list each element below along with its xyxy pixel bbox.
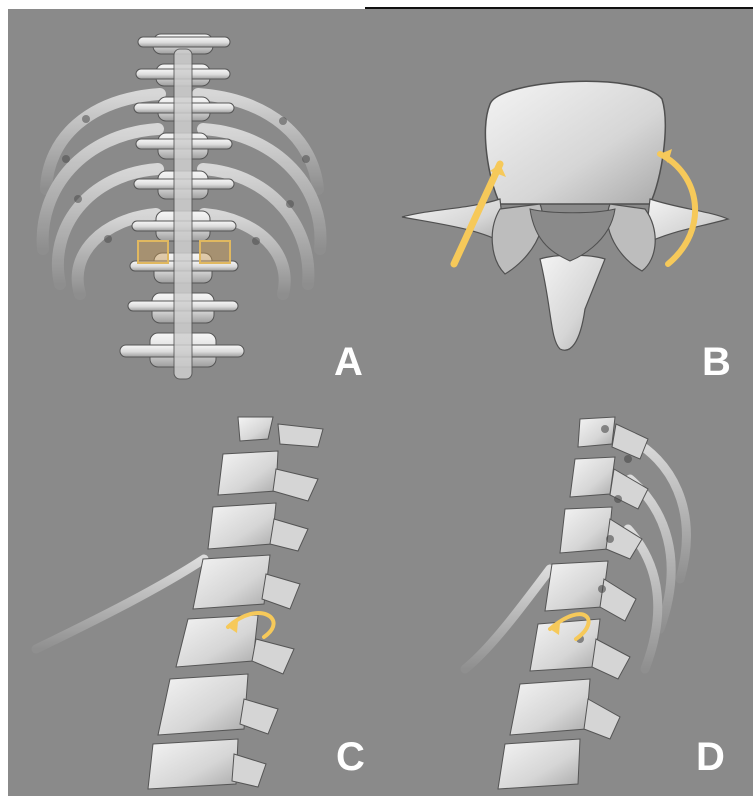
panel-d: D [380, 399, 753, 796]
vertebral-column [120, 34, 244, 379]
panel-label-a: A [334, 342, 363, 382]
panel-label-c: C [336, 737, 365, 777]
facet-highlight-right [200, 241, 230, 263]
spine-posterior-view-icon [8, 9, 380, 399]
panel-c: C [8, 399, 380, 796]
rib-lateral [36, 559, 204, 649]
panel-label-d: D [696, 737, 725, 777]
vertebra-axial-view-icon [380, 9, 753, 399]
lateral-vertebrae [148, 417, 323, 789]
panel-b: B [380, 9, 753, 399]
figure-canvas: A B [8, 9, 753, 796]
panel-a: A [8, 9, 380, 399]
vertebra-body [402, 81, 728, 350]
facet-highlight-left [138, 241, 168, 263]
spine-lateral-view-icon [8, 399, 380, 796]
panel-label-b: B [702, 342, 731, 382]
